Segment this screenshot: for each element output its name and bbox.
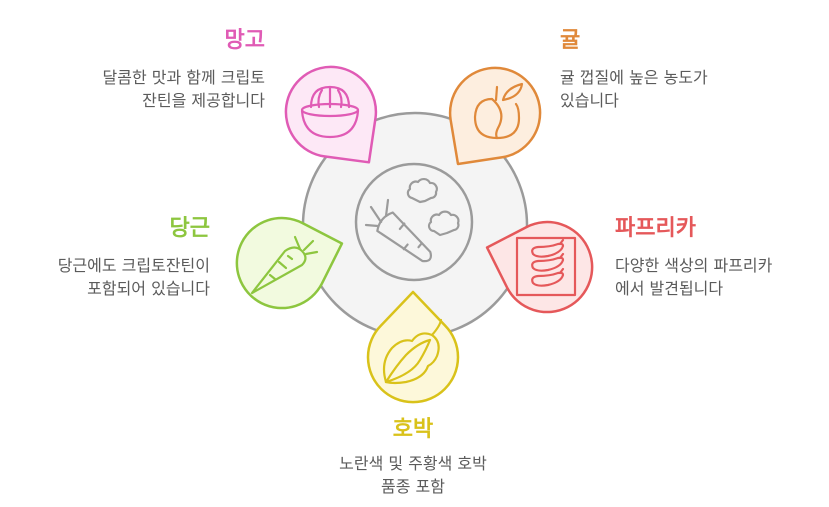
paprika-description: 다양한 색상의 파프리카 에서 발견됩니다 <box>615 254 772 300</box>
tangerine-description: 귤 껍질에 높은 농도가 있습니다 <box>560 66 708 112</box>
tangerine-description-line-1: 귤 껍질에 높은 농도가 <box>560 68 708 87</box>
carrot-description: 당근에도 크립토잔틴이 포함되어 있습니다 <box>58 254 210 300</box>
paprika-title: 파프리카 <box>615 216 696 241</box>
mango-pin <box>284 65 378 164</box>
tangerine-pin <box>448 66 542 166</box>
juicer-bowl-icon <box>300 85 360 139</box>
mango-pin-shape <box>284 65 378 164</box>
mango-title: 망고 <box>224 28 265 53</box>
mango-description-line-2: 잔틴을 제공합니다 <box>142 91 265 110</box>
paprika-description-line-1: 다양한 색상의 파프리카 <box>615 256 773 275</box>
tangerine-description-line-2: 있습니다 <box>560 91 619 110</box>
paprika-label-block: 파프리카 다양한 색상의 파프리카 에서 발견됩니다 <box>615 216 772 300</box>
carrot-title: 당근 <box>169 216 210 241</box>
pumpkin-description-line-2: 품종 포함 <box>381 477 445 496</box>
mango-label-block: 망고 달콤한 맛과 함께 크립토 잔틴을 제공합니다 <box>103 28 265 112</box>
carrot-pin <box>235 216 344 310</box>
vegetables-icon <box>364 177 460 263</box>
pumpkin-title: 호박 <box>392 417 434 442</box>
mango-description: 달콤한 맛과 함께 크립토 잔틴을 제공합니다 <box>103 66 265 112</box>
pumpkin-description: 노란색 및 주황색 호박 품종 포함 <box>263 452 563 498</box>
carrot-label-block: 당근 당근에도 크립토잔틴이 포함되어 있습니다 <box>58 216 210 300</box>
pumpkin-description-line-1: 노란색 및 주황색 호박 <box>339 454 487 473</box>
carrot-description-line-2: 포함되어 있습니다 <box>87 279 210 298</box>
tangerine-title: 귤 <box>560 28 581 53</box>
paprika-pin-shape <box>485 220 594 314</box>
tangerine-label-block: 귤 귤 껍질에 높은 농도가 있습니다 <box>560 28 708 112</box>
center-inner-circle <box>354 162 474 282</box>
squash-icon <box>382 318 443 385</box>
pumpkin-pin <box>366 290 460 404</box>
carrot-description-line-1: 당근에도 크립토잔틴이 <box>57 256 210 275</box>
peach-fruit-icon <box>473 82 524 140</box>
mango-description-line-1: 달콤한 맛과 함께 크립토 <box>102 68 265 87</box>
chili-peppers-icon <box>515 236 577 297</box>
paprika-description-line-2: 에서 발견됩니다 <box>615 279 724 298</box>
paprika-pin <box>485 220 594 314</box>
carrot-icon <box>250 235 319 295</box>
pumpkin-label-block: 호박 노란색 및 주황색 호박 품종 포함 <box>263 417 563 498</box>
